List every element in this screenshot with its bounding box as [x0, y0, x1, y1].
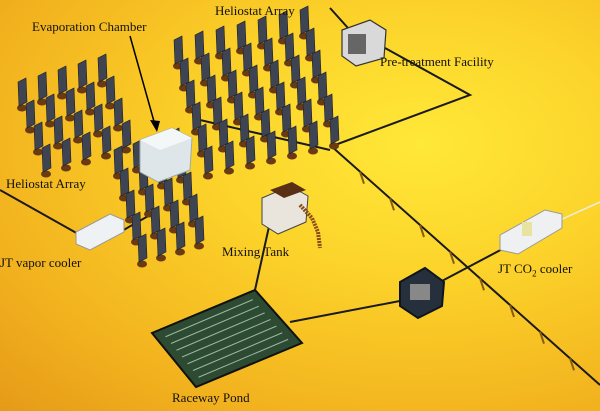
heliostat	[97, 53, 108, 88]
heliostat	[224, 140, 235, 175]
heliostat	[113, 97, 124, 132]
pipe-support	[479, 278, 485, 291]
heliostat	[85, 81, 96, 116]
heliostat	[41, 143, 52, 178]
heliostat	[33, 121, 44, 156]
heliostat	[281, 103, 292, 138]
pond-lane	[198, 338, 289, 378]
jt-co2-cooler	[499, 209, 563, 255]
heliostat	[194, 215, 205, 250]
pipe-support	[359, 171, 365, 184]
evaporation-chamber	[139, 127, 193, 183]
heliostat	[156, 227, 167, 262]
heliostat	[169, 199, 180, 234]
heliostat	[81, 131, 92, 166]
heliostat	[121, 119, 132, 154]
heliostat	[45, 93, 56, 128]
pipe-support	[509, 304, 515, 318]
heliostat	[290, 54, 301, 89]
pipe-support	[569, 358, 575, 371]
heliostat	[329, 115, 340, 150]
heliostat	[57, 65, 68, 100]
pipe-support	[449, 251, 455, 264]
heliostat	[25, 99, 36, 134]
pond-lane	[176, 312, 265, 351]
label-heliostat-array-top: Heliostat Array	[215, 3, 295, 18]
heliostat	[37, 71, 48, 106]
pipe-pretreat	[334, 47, 473, 146]
heliostat	[203, 145, 214, 180]
raceway-pond	[150, 288, 304, 389]
pipe-cooler-to-co2	[439, 244, 511, 283]
pipe-main-header	[329, 144, 600, 386]
heliostat	[308, 120, 319, 155]
label-jt-co2-prefix: JT CO	[498, 261, 533, 276]
label-pre-treatment-facility: Pre-treatment Facility	[380, 54, 494, 69]
heliostat	[266, 130, 277, 165]
heliostat	[73, 109, 84, 144]
heliostat	[175, 221, 186, 256]
heliostat	[65, 87, 76, 122]
pipe-co2-out	[559, 201, 600, 221]
pipe-top	[329, 7, 349, 29]
heliostat	[185, 79, 196, 114]
pond-lane	[165, 299, 254, 338]
heliostat	[17, 77, 28, 112]
heliostat	[77, 59, 88, 94]
pond-lane	[181, 319, 271, 358]
pipe-support	[419, 224, 425, 238]
heliostat	[93, 103, 104, 138]
jt-vapor-cooler	[75, 213, 125, 251]
pond-lane	[192, 332, 283, 371]
pipe-support	[539, 331, 545, 344]
label-raceway-pond: Raceway Pond	[172, 390, 250, 405]
heliostat	[245, 135, 256, 170]
pond-lane	[170, 305, 259, 344]
label-mixing-tank: Mixing Tank	[222, 244, 290, 259]
label-jt-co2-cooler: JT CO2 cooler	[498, 262, 572, 279]
pond-lane	[187, 325, 277, 365]
pre-treatment-facility	[341, 19, 387, 67]
label-jt-co2-suffix: cooler	[536, 261, 573, 276]
label-jt-co2-subscript: 2	[532, 268, 537, 279]
heliostat	[105, 75, 116, 110]
heliostat	[53, 115, 64, 150]
cooler-unit	[399, 266, 446, 320]
label-jt-vapor-cooler: JT vapor cooler	[0, 255, 82, 270]
pipe-connectors	[359, 171, 575, 371]
heliostat	[61, 137, 72, 172]
pipe-left	[0, 189, 81, 236]
heliostat	[137, 233, 148, 268]
heliostat	[287, 125, 298, 160]
pointer-arrow	[129, 35, 160, 132]
label-heliostat-array-left: Heliostat Array	[6, 176, 86, 191]
label-evaporation-chamber: Evaporation Chamber	[32, 19, 147, 34]
pipe-mixing-down	[254, 221, 271, 291]
mixing-tank	[261, 182, 322, 249]
pipe-support	[389, 198, 395, 211]
pipe-pond-to-cooler	[289, 299, 406, 323]
heliostat	[101, 125, 112, 160]
